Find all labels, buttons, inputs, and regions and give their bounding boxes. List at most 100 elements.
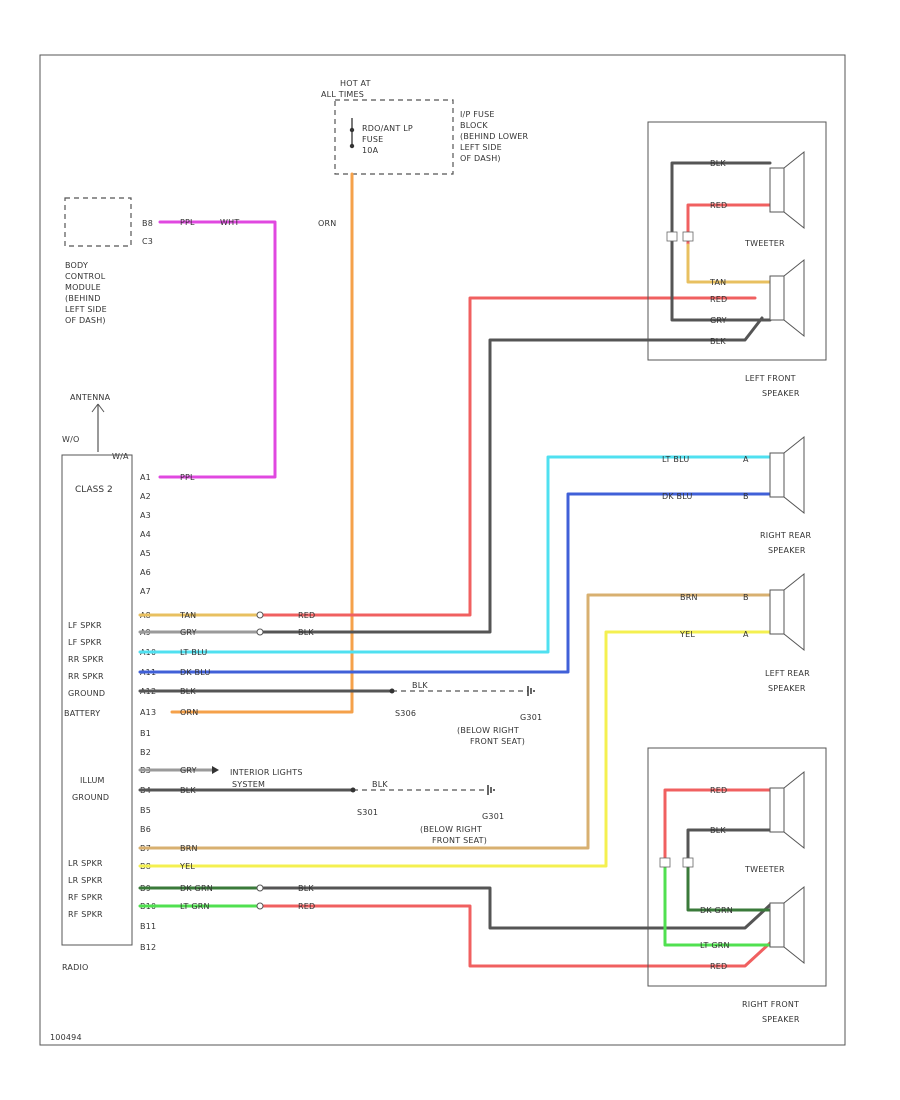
radio-label-illum: ILLUM: [80, 776, 105, 785]
radio-outline: [61, 454, 133, 946]
wire-label-rf-blk: BLK: [298, 884, 314, 893]
rf-speaker-outline: [647, 747, 827, 987]
wire-label-a9: GRY: [180, 628, 197, 637]
wire-lf-red: [260, 296, 757, 617]
wire-orn-battery: [170, 172, 354, 714]
ground-2-loc-2: FRONT SEAT): [432, 836, 487, 845]
wire-label-lf-red: RED: [298, 611, 315, 620]
bcm-desc-4: (BEHIND: [65, 294, 101, 303]
radio-label-rr-spkr-1: RR SPKR: [68, 655, 104, 664]
rf-title-2: SPEAKER: [762, 1015, 800, 1024]
wire-b9-yel: [138, 630, 772, 868]
radio-pin-label: A4: [140, 530, 151, 539]
wire-a10-ltblu: [138, 455, 772, 654]
wire-label-b10: DK GRN: [180, 884, 213, 893]
rf-wire-3: DK GRN: [700, 906, 733, 915]
arrow-interior-lights: [212, 766, 219, 774]
lf-wire-2: RED: [710, 201, 727, 210]
wire-label-b5: BLK: [180, 786, 196, 795]
wire-a11-dkblu: [138, 492, 772, 674]
radio-pin-list: A1A2A3A4A5A6A7A8A9A10A11A12A13B1B2B3B4B5…: [140, 473, 156, 952]
speaker-icon: [769, 770, 805, 850]
bcm-desc-5: LEFT SIDE: [65, 305, 107, 314]
rf-dkgrn: [686, 866, 772, 912]
rr-title-2: SPEAKER: [768, 546, 806, 555]
radio-label-ground-2: GROUND: [72, 793, 109, 802]
wire-label-a10: LT BLU: [180, 648, 207, 657]
splice-s306-label: S306: [395, 709, 416, 718]
wire-label-b9: YEL: [179, 862, 195, 871]
radio-pin-label: A6: [140, 568, 151, 577]
ground-2-name: G301: [482, 812, 504, 821]
connector-a9: [256, 628, 264, 636]
rf-tweeter-red: [663, 788, 772, 870]
rf-wire-2: BLK: [710, 826, 726, 835]
footer-code: 100494: [50, 1033, 82, 1042]
rr-pin-2: B: [743, 492, 749, 501]
lf-wire-6: BLK: [710, 337, 726, 346]
wire-label-rf-red: RED: [298, 902, 315, 911]
wire-label-b11: LT GRN: [180, 902, 210, 911]
rf-wire-1: RED: [710, 786, 727, 795]
body-control-module: B8 C3 BODY CONTROL MODULE (BEHIND LEFT S…: [64, 197, 153, 325]
radio-pin-label: B12: [140, 943, 156, 952]
fuse-block-outline: [334, 99, 454, 175]
radio-pin-label: B2: [140, 748, 151, 757]
fuse-block-desc-3: (BEHIND LOWER: [460, 132, 529, 141]
radio-pin-label: B11: [140, 922, 156, 931]
lr-title: LEFT REAR: [765, 669, 810, 678]
lf-wire-3: TAN: [709, 278, 726, 287]
wire-b8-brn: [138, 593, 772, 850]
antenna-arm: [91, 403, 99, 413]
radio-pin-label: B5: [140, 806, 151, 815]
lr-wire-2: YEL: [679, 630, 695, 639]
fuse-block-desc-1: I/P FUSE: [460, 110, 495, 119]
lf-wire-5: GRY: [710, 316, 727, 325]
radio-label-lf-spkr-1: LF SPKR: [68, 621, 102, 630]
lf-tan: [686, 243, 772, 284]
orn-wire-label: ORN: [318, 219, 336, 228]
antenna-pin-a: W/O: [62, 435, 80, 444]
bcm-desc-6: OF DASH): [65, 316, 106, 325]
rr-pin-1: A: [743, 455, 749, 464]
rf-wire-5: RED: [710, 962, 727, 971]
radio-label-lf-spkr-2: LF SPKR: [68, 638, 102, 647]
left-front-speaker: BLK RED TAN RED GRY BLK TWEETER LEFT FRO…: [647, 121, 827, 398]
lr-pin-2: A: [743, 630, 749, 639]
fuse-block-desc-4: LEFT SIDE: [460, 143, 502, 152]
lf-title: LEFT FRONT: [745, 374, 796, 383]
ground-1-loc-2: FRONT SEAT): [470, 737, 525, 746]
radio-pin-label: B6: [140, 825, 151, 834]
speaker-icon: [769, 885, 805, 965]
radio-pin-label: A1: [140, 473, 151, 482]
radio-pin-label: A13: [140, 708, 156, 717]
hot-at-label: HOT AT: [340, 79, 371, 88]
antenna-label: ANTENNA: [70, 393, 111, 402]
connector-b10: [256, 884, 264, 892]
rr-wire-2: DK BLU: [662, 492, 693, 501]
radio-pin-label: A5: [140, 549, 151, 558]
hot-at-label-2: ALL TIMES: [321, 90, 364, 99]
wire-ppl-class2: [158, 220, 277, 479]
lf-wire-1: BLK: [710, 159, 726, 168]
fuse-block-desc-2: BLOCK: [460, 121, 488, 130]
ground-2-loc: (BELOW RIGHT: [420, 825, 482, 834]
rf-connector-1: [659, 857, 671, 868]
bcm-pin-2: C3: [142, 237, 153, 246]
wire-rf-blk: [260, 886, 772, 930]
splice-s301-label: S301: [357, 808, 378, 817]
fuse-terminal: [349, 127, 355, 133]
wire-label-b4: GRY: [180, 766, 197, 775]
lr-pin-1: B: [743, 593, 749, 602]
rf-connector-2: [682, 857, 694, 868]
splice-s301: [350, 787, 356, 793]
radio-pin-label: A3: [140, 511, 151, 520]
antenna-arm-2: [97, 403, 105, 413]
radio-pin-label: A2: [140, 492, 151, 501]
ground-1-loc: (BELOW RIGHT: [457, 726, 519, 735]
connector-b11: [256, 902, 264, 910]
radio-label-lr-spkr-2: LR SPKR: [68, 876, 103, 885]
wire-label-a12: BLK: [180, 687, 196, 696]
left-rear-speaker: BRN YEL B A LEFT REAR SPEAKER: [679, 593, 810, 693]
